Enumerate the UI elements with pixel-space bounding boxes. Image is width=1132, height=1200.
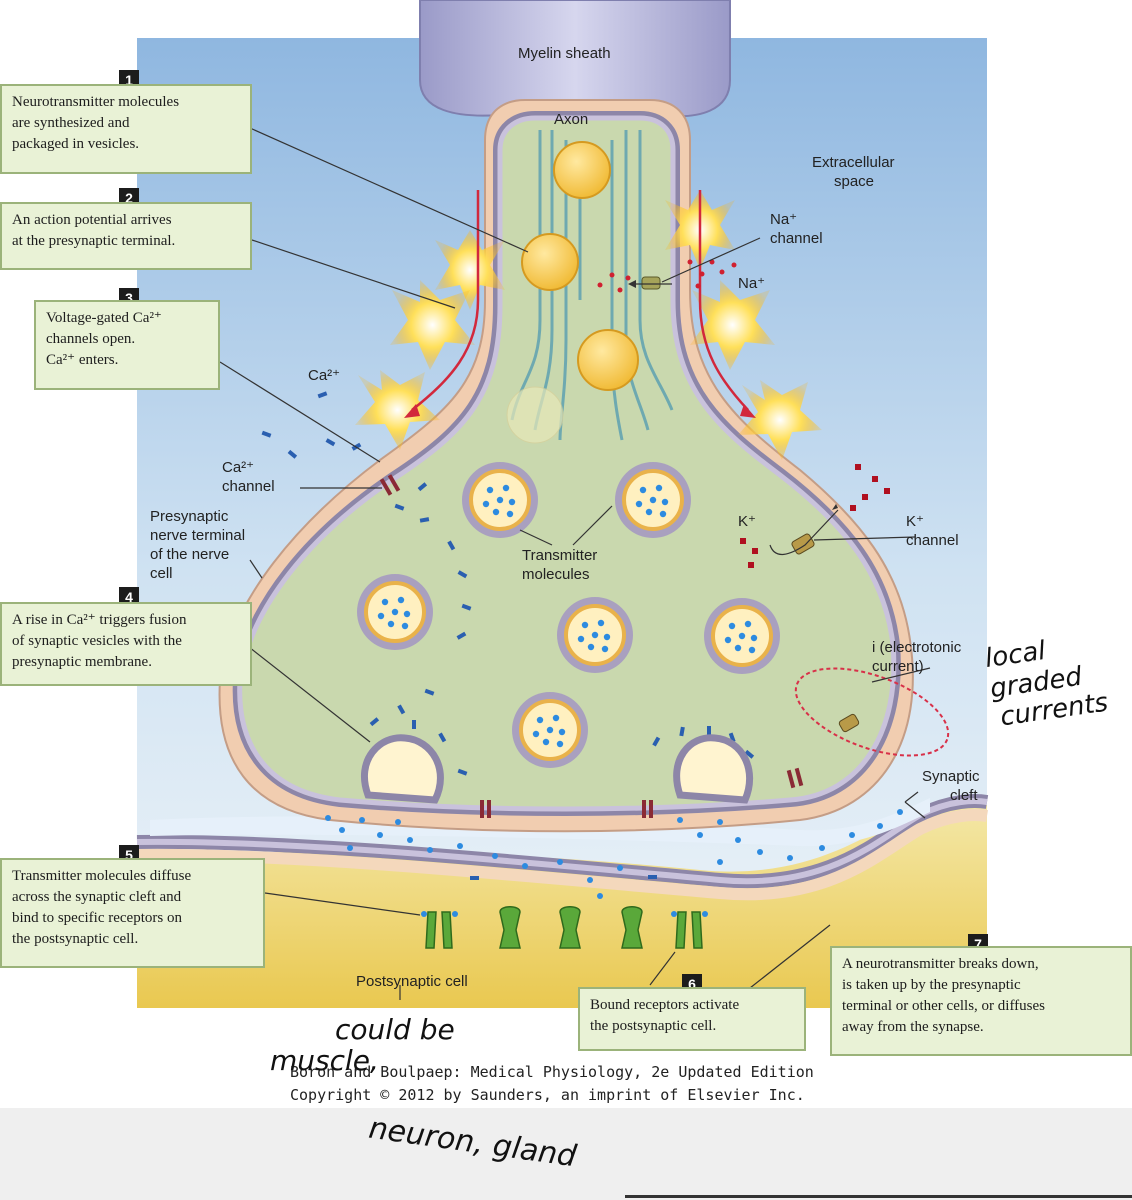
credit-line-1: Boron and Boulpaep: Medical Physiology, …	[290, 1063, 814, 1081]
fusing-vesicles	[360, 734, 753, 804]
transmitter-dot	[744, 620, 752, 628]
transmitter-dot	[635, 500, 643, 508]
handwritten-muscle: muscle,	[270, 1044, 379, 1077]
na-channel-electrotonic	[838, 713, 860, 733]
step-box-3: Voltage-gated Ca²⁺channels open.Ca²⁺ ent…	[34, 300, 220, 390]
transmitter-dot	[738, 632, 746, 640]
cleft-transmitters	[325, 809, 903, 899]
transmitter-dot	[403, 610, 411, 618]
transmitter-dot	[597, 619, 605, 627]
transmitter-dot	[401, 622, 409, 630]
na-channel-label: Na⁺channel	[770, 211, 823, 247]
handwritten-could-be: could be	[335, 1013, 455, 1046]
transmitter-dot	[748, 646, 756, 654]
leader-lines	[219, 127, 931, 1000]
transmitter-dot	[659, 510, 667, 518]
action-potential-flashes	[355, 190, 822, 460]
transmitter-dot	[542, 738, 550, 746]
k-channel-label: K⁺channel	[906, 513, 959, 549]
transmitter-dot	[482, 500, 490, 508]
credit-line-2: Copyright © 2012 by Saunders, an imprint…	[290, 1086, 805, 1104]
transmitter-dot	[728, 622, 736, 630]
ca-ion-label: Ca²⁺	[308, 367, 341, 384]
synaptic-vesicles	[357, 462, 780, 768]
step-box-7: A neurotransmitter breaks down,is taken …	[830, 946, 1132, 1056]
na-ion-label: Na⁺	[738, 275, 766, 292]
transmitter-dot	[496, 496, 504, 504]
transmitter-dot	[532, 730, 540, 738]
electrotonic-current-loop	[794, 667, 950, 757]
axon-vesicles	[506, 141, 639, 444]
transmitter-dot	[546, 726, 554, 734]
na-ions	[597, 259, 737, 293]
k-ions	[740, 464, 890, 568]
transmitter-dot	[724, 636, 732, 644]
myelin-sheath-label: Myelin sheath	[518, 45, 611, 62]
transmitter-dot	[591, 631, 599, 639]
transmitter-dot	[655, 484, 663, 492]
transmitter-dot	[601, 645, 609, 653]
transmitter-dot	[492, 508, 500, 516]
transmitter-dot	[377, 612, 385, 620]
transmitter-dot	[734, 644, 742, 652]
postsynaptic-receptors	[425, 906, 703, 949]
transmitter-dot	[502, 484, 510, 492]
k-ion-label: K⁺	[738, 513, 756, 530]
transmitter-dot	[639, 486, 647, 494]
transmitter-dot	[508, 498, 516, 506]
transmitter-dot	[506, 510, 514, 518]
na-channel	[641, 276, 661, 290]
transmitter-dot	[536, 716, 544, 724]
ca-ions	[261, 391, 755, 880]
ca-channel-label: Ca²⁺channel	[222, 459, 275, 495]
transmitter-dot	[750, 634, 758, 642]
postsynaptic-cell-label: Postsynaptic cell	[356, 973, 468, 990]
transmitter-dot	[649, 496, 657, 504]
transmitter-dot	[581, 621, 589, 629]
axon-label: Axon	[554, 111, 589, 128]
transmitter-dot	[661, 498, 669, 506]
action-potential-arrows	[411, 190, 749, 411]
transmitter-dot	[645, 508, 653, 516]
ca-channels	[379, 474, 804, 818]
footer-band	[0, 1108, 1132, 1200]
transmitter-dot	[603, 633, 611, 641]
transmitter-dot	[486, 486, 494, 494]
footer-rule	[625, 1195, 1132, 1198]
transmitter-dot	[391, 608, 399, 616]
transmitter-dot	[587, 643, 595, 651]
transmitter-dot	[381, 598, 389, 606]
transmitter-dot	[577, 635, 585, 643]
transmitter-dot	[556, 740, 564, 748]
transmitter-dot	[387, 620, 395, 628]
transmitter-dot	[397, 596, 405, 604]
transmitter-dot	[552, 714, 560, 722]
transmitter-dot	[558, 728, 566, 736]
